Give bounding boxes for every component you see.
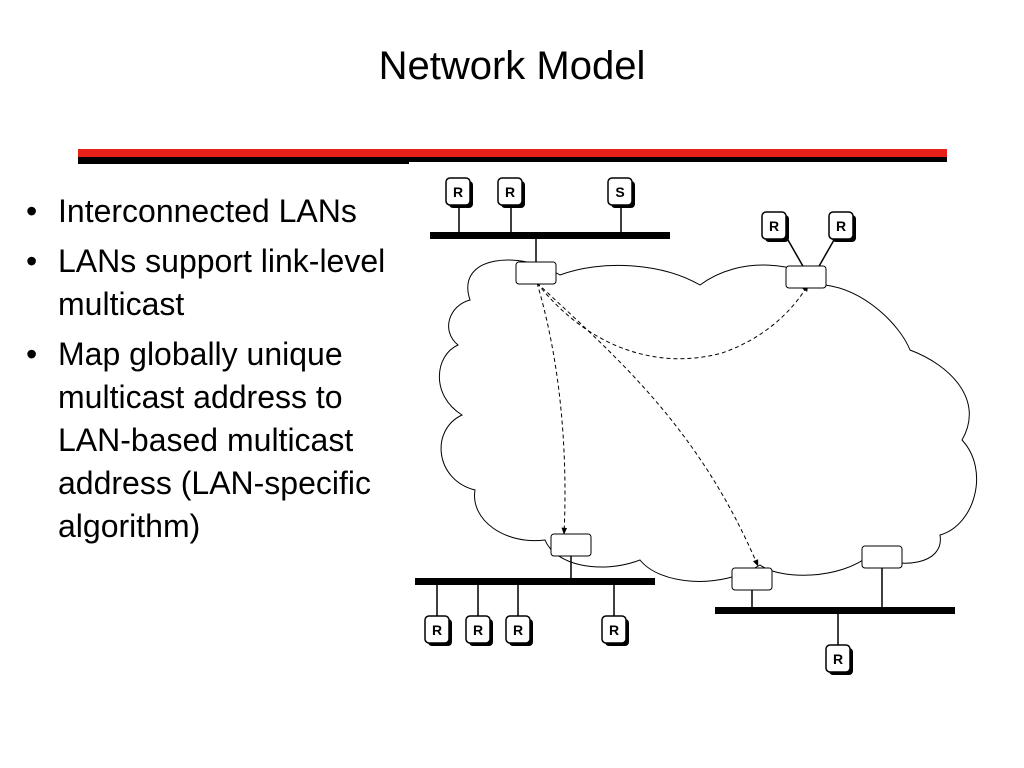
- host-node: R: [601, 615, 629, 646]
- title-rule-red: [78, 149, 947, 158]
- host-label: S: [615, 184, 624, 200]
- hosts: R R S R R R R: [424, 177, 856, 675]
- host-label: R: [769, 218, 779, 234]
- multicast-paths: [536, 282, 809, 567]
- multicast-path: [536, 282, 759, 567]
- connector-lines: [436, 206, 883, 645]
- host-label: R: [473, 622, 483, 638]
- host-node: R: [424, 615, 452, 646]
- host-label: R: [833, 651, 843, 667]
- lan-segment-bottom-right: [715, 607, 955, 614]
- router-box: [515, 261, 557, 285]
- lan-segment-bottom-left: [415, 578, 655, 585]
- bullet-item: Interconnected LANs: [16, 190, 416, 233]
- host-node: S: [607, 177, 635, 208]
- router-box: [550, 533, 592, 557]
- internet-cloud: [439, 259, 978, 582]
- host-label: R: [836, 218, 846, 234]
- host-node: R: [465, 615, 493, 646]
- router-box: [785, 265, 827, 289]
- title-rule-black: [78, 157, 947, 162]
- host-label: R: [513, 622, 523, 638]
- router-box: [731, 567, 773, 591]
- multicast-path: [536, 282, 568, 535]
- host-node: R: [761, 211, 789, 242]
- host-label: R: [609, 622, 619, 638]
- host-node: R: [505, 615, 533, 646]
- bullet-item: LANs support link-level multicast: [16, 240, 416, 326]
- host-node: R: [828, 211, 856, 242]
- router-box: [861, 545, 903, 569]
- host-node: R: [497, 177, 525, 208]
- host-label: R: [432, 622, 442, 638]
- host-label: R: [505, 184, 515, 200]
- bullet-list: Interconnected LANs LANs support link-le…: [16, 190, 416, 555]
- routers: [515, 261, 903, 591]
- title-rule-black-stub: [78, 161, 409, 164]
- bullet-item: Map globally unique multicast address to…: [16, 333, 416, 548]
- host-node: R: [445, 177, 473, 208]
- lan-segments: [415, 232, 955, 614]
- lan-segment-top: [430, 232, 670, 239]
- slide-title: Network Model: [378, 44, 646, 88]
- host-label: R: [453, 184, 463, 200]
- host-node: R: [825, 644, 853, 675]
- multicast-path: [536, 282, 809, 360]
